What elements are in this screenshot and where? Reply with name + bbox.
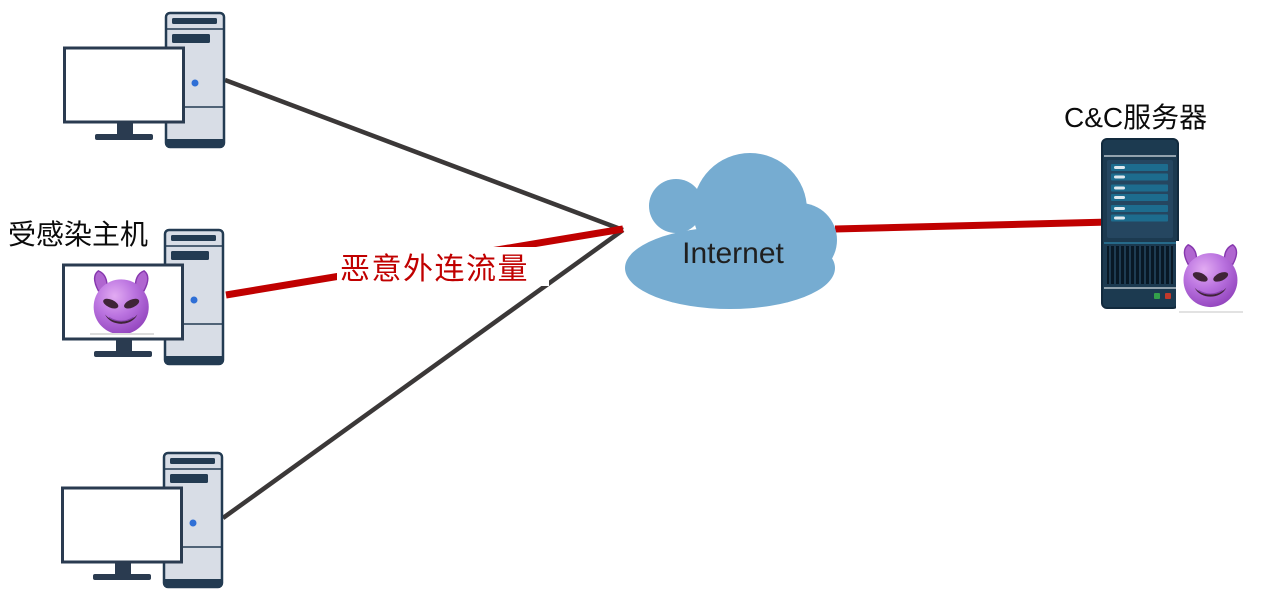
internet-cloud bbox=[625, 153, 837, 309]
link-host-top-to-internet bbox=[224, 77, 624, 233]
server-led-green bbox=[1154, 293, 1160, 299]
internet-label: Internet bbox=[682, 237, 784, 270]
host-computer-top bbox=[63, 11, 226, 149]
malicious-traffic-label: 恶意外连流量 bbox=[337, 247, 549, 286]
link-host-bottom-to-internet bbox=[221, 228, 625, 520]
cc-server bbox=[1101, 138, 1179, 309]
host-computer-bottom bbox=[61, 451, 224, 589]
server-drive-bays bbox=[1111, 164, 1168, 222]
infected-host-label: 受感染主机 bbox=[8, 219, 148, 250]
emoji-image-edge bbox=[90, 333, 154, 335]
cc-server-label: C&C服务器 bbox=[1064, 102, 1207, 133]
server-led-red bbox=[1165, 293, 1171, 299]
devil-emoji-icon-cc-server bbox=[1176, 241, 1246, 314]
devil-emoji-icon-infected-host bbox=[92, 270, 150, 336]
link-internet-to-cc-server bbox=[834, 218, 1111, 233]
server-vent bbox=[1107, 246, 1173, 284]
svg-text:恶意外连流量: 恶意外连流量 bbox=[340, 253, 529, 286]
